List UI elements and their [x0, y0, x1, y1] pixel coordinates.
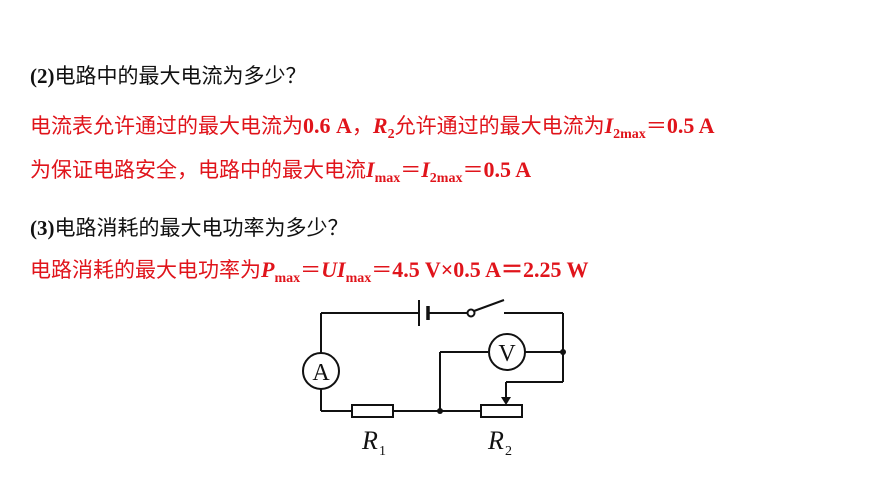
answer-value: 0.5 A — [666, 113, 715, 138]
calculation-expression: 4.5 V×0.5 A＝2.25 W — [392, 257, 589, 282]
r1-label: R — [361, 426, 378, 455]
equals-sign: ＝ — [300, 258, 322, 282]
power-subscript: max — [274, 271, 301, 286]
resistor-variable: R — [372, 113, 388, 138]
junction-dot — [560, 349, 566, 355]
current-variable: I — [604, 113, 614, 138]
answer-value: 0.5 A — [483, 157, 532, 182]
current-variable: I — [421, 157, 430, 182]
question-3-text: 电路消耗的最大电功率为多少？ — [54, 216, 349, 240]
answer-3: 电路消耗的最大电功率为Pmax＝UImax＝4.5 V×0.5 A＝2.25 W — [30, 252, 589, 286]
answer-text: 允许通过的最大电流为 — [394, 114, 605, 138]
question-2-number: (2) — [30, 64, 55, 88]
answer-text: 电流表允许通过的最大电流为 — [30, 114, 303, 138]
equals-sign: ＝ — [400, 158, 422, 182]
equals-sign: ＝ — [371, 258, 393, 282]
slider-arrow-head — [501, 397, 511, 405]
r1-subscript: 1 — [379, 444, 386, 459]
answer-separator: ， — [351, 114, 373, 138]
equals-sign: ＝ — [645, 114, 667, 138]
current-variable: I — [366, 157, 375, 182]
junction-dot — [437, 408, 443, 414]
answer-text: 为保证电路安全，电路中的最大电流 — [30, 158, 366, 182]
switch-pivot — [466, 308, 476, 318]
r2-subscript: 2 — [505, 444, 512, 459]
switch-blade — [473, 299, 505, 312]
resistor-r2 — [480, 404, 523, 418]
answer-2-line-1: 电流表允许通过的最大电流为0.6 A，R2允许通过的最大电流为I2max＝0.5… — [30, 110, 715, 142]
current-subscript: 2max — [613, 127, 646, 142]
power-variable: P — [261, 257, 275, 282]
answer-text: 电路消耗的最大电功率为 — [30, 258, 261, 282]
equals-sign: ＝ — [462, 158, 484, 182]
question-3-number: (3) — [30, 216, 55, 240]
ui-subscript: max — [345, 271, 372, 286]
resistor-r1 — [351, 404, 394, 418]
voltmeter-label: V — [498, 341, 516, 367]
question-2-text: 电路中的最大电流为多少？ — [54, 64, 307, 88]
answer-2-line-2: 为保证电路安全，电路中的最大电流Imax＝I2max＝0.5 A — [30, 154, 532, 186]
ui-variable: UI — [321, 257, 346, 282]
question-2: (2)电路中的最大电流为多少？ — [30, 60, 307, 90]
ammeter-label: A — [312, 360, 330, 386]
current-subscript: max — [374, 171, 401, 186]
answer-value: 0.6 A — [303, 113, 352, 138]
current-subscript: 2max — [429, 171, 463, 186]
r2-label: R — [487, 426, 504, 455]
resistor-subscript: 2 — [387, 127, 395, 142]
question-3: (3)电路消耗的最大电功率为多少？ — [30, 212, 349, 242]
